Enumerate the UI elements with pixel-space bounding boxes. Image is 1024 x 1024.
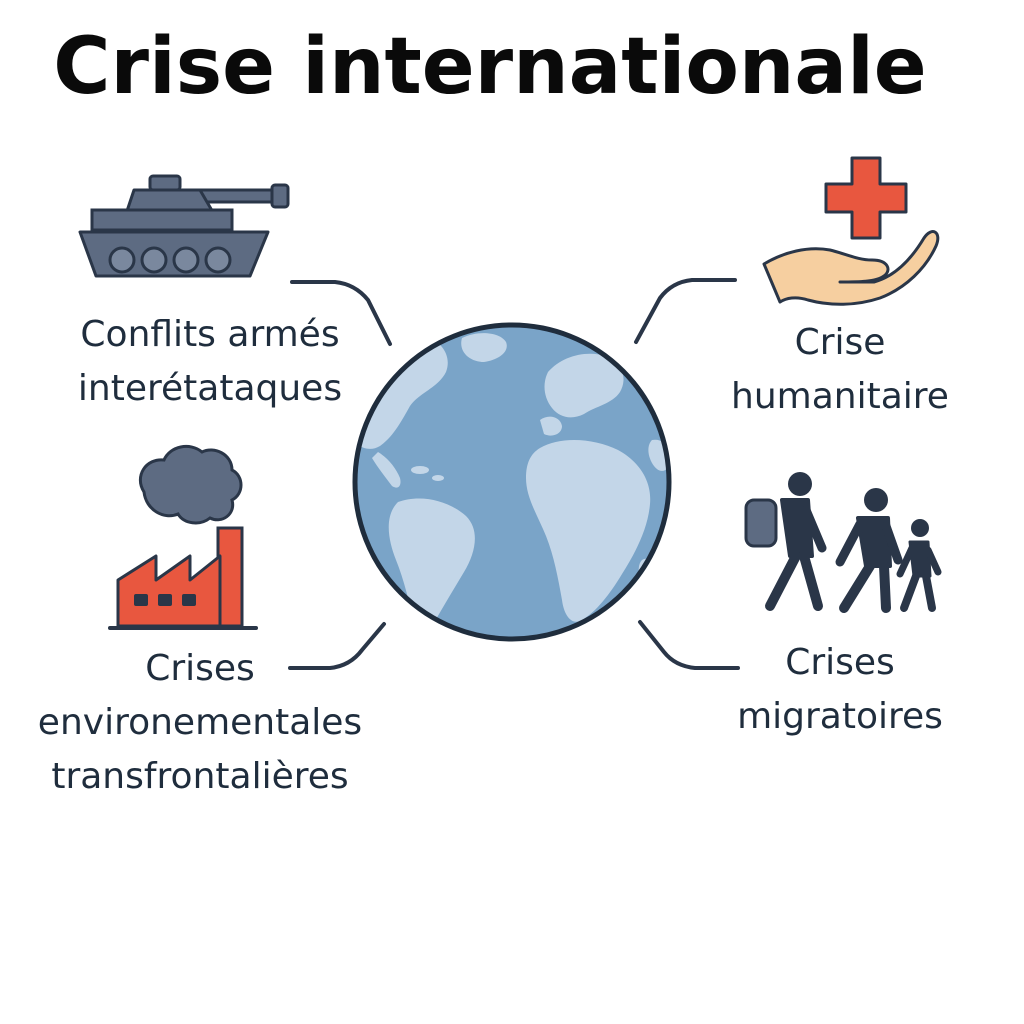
node-migratoire-label: Crises migratoires: [700, 636, 980, 744]
helping-hand-cross-icon: [762, 156, 940, 306]
migrants-walking-icon: [744, 472, 942, 613]
page-title: Crise internationale: [53, 22, 927, 112]
node-environnement-label: Crises environementales transfrontalière…: [0, 642, 400, 804]
node-environnement-line2: environementales: [37, 702, 363, 743]
node-conflits-line2: interétataques: [77, 368, 343, 409]
node-humanitaire-label: Crise humanitaire: [700, 316, 980, 424]
node-migratoire-line1: Crises: [785, 642, 895, 683]
node-environnement-line1: Crises: [145, 648, 255, 689]
node-conflits-line1: Conflits armés: [80, 314, 340, 355]
globe-icon: [352, 322, 672, 642]
connector-environnement: [288, 622, 386, 670]
connector-humanitaire: [634, 278, 737, 344]
connector-migratoire: [638, 620, 740, 670]
node-humanitaire-line1: Crise: [794, 322, 886, 363]
node-conflits-label: Conflits armés interétataques: [20, 308, 400, 416]
tank-icon: [78, 174, 290, 278]
node-migratoire-line2: migratoires: [737, 696, 943, 737]
node-humanitaire-line2: humanitaire: [731, 376, 949, 417]
connectors: [288, 278, 740, 670]
node-environnement-line3: transfrontalières: [51, 756, 349, 797]
connector-conflits: [290, 280, 392, 346]
factory-pollution-icon: [108, 444, 258, 630]
